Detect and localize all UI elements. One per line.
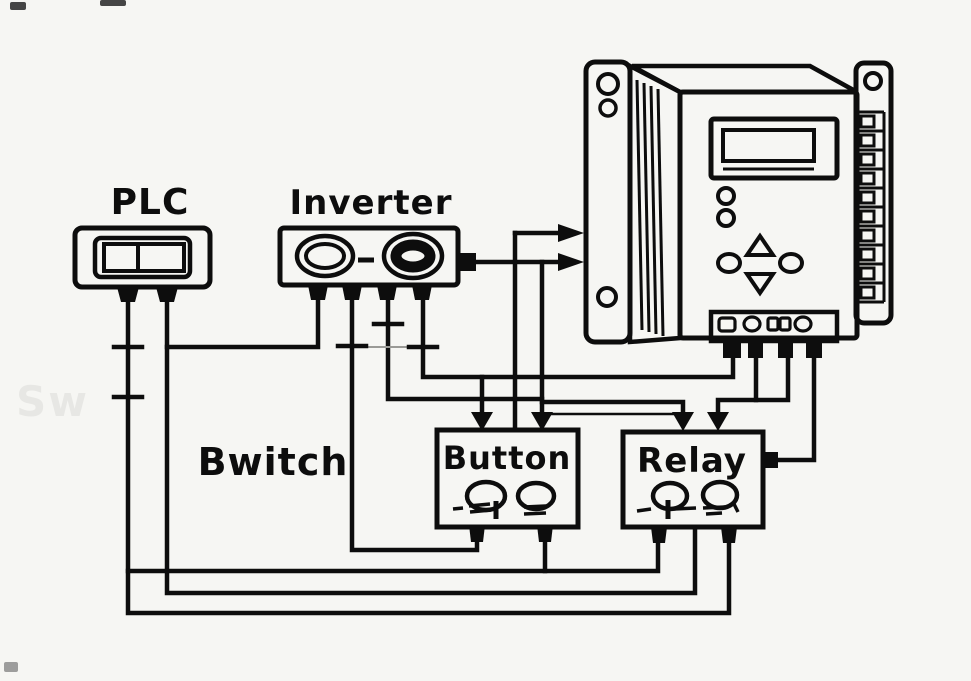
button-box bbox=[434, 427, 581, 530]
plc-inner-box bbox=[92, 235, 193, 280]
wire-plc-left-to-relay-right bbox=[125, 298, 732, 616]
inverter-component: Inverter bbox=[277, 183, 476, 300]
relay-component: Relay bbox=[620, 429, 778, 543]
relay-terminal-stub bbox=[721, 527, 737, 543]
dpad-down-icon bbox=[743, 272, 777, 297]
vfd-drive bbox=[583, 59, 894, 358]
wire-vfd-t3 bbox=[715, 355, 791, 417]
button-contact-circle bbox=[515, 480, 557, 512]
plc-label: PLC bbox=[111, 182, 190, 223]
vfd-screw-hole bbox=[596, 286, 618, 308]
relay-terminal-stub bbox=[651, 527, 667, 543]
vfd-display-screen bbox=[721, 128, 816, 163]
arrow-into-button-right-icon bbox=[531, 412, 553, 431]
wire-vfd-t4-relay-side bbox=[774, 355, 817, 463]
inverter-terminal-stub bbox=[377, 285, 397, 300]
vfd-dpad bbox=[716, 232, 804, 297]
wire-inverter-t3 bbox=[385, 297, 545, 402]
relay-contact-marks bbox=[636, 500, 740, 519]
inverter-label: Inverter bbox=[290, 183, 453, 223]
plc-component: PLC bbox=[72, 182, 213, 302]
relay-side-terminal bbox=[762, 452, 778, 468]
arrow-into-relay-right-icon bbox=[707, 412, 729, 431]
watermark-text: Sw bbox=[16, 377, 89, 426]
dpad-right-icon bbox=[778, 252, 804, 274]
button-label: Button bbox=[443, 439, 572, 477]
vfd-terminal-strip bbox=[708, 309, 840, 344]
wire-bus-a bbox=[125, 540, 661, 574]
plc-terminal-stub bbox=[156, 287, 178, 302]
switch-label: Bwitch bbox=[198, 440, 349, 484]
wire-inverter-t4-vfd-t1 bbox=[420, 297, 736, 380]
plc-slot bbox=[102, 242, 186, 273]
wire-button-to-relay bbox=[539, 399, 686, 417]
relay-box bbox=[620, 429, 766, 530]
vfd-strip-contacts bbox=[717, 315, 813, 333]
vfd-screw-hole bbox=[863, 71, 883, 91]
button-terminal-stub bbox=[469, 525, 485, 542]
vfd-side-hatching bbox=[635, 79, 665, 337]
wires bbox=[111, 230, 817, 616]
dpad-up-icon bbox=[743, 232, 777, 257]
edge-artifacts bbox=[4, 0, 126, 672]
wire-inverter-t1 bbox=[164, 297, 321, 350]
arrow-into-vfd-lower-icon bbox=[558, 253, 584, 271]
inverter-terminal-stub bbox=[412, 285, 432, 300]
wire-inverter-t2 bbox=[349, 297, 480, 553]
button-component: Button bbox=[434, 427, 581, 542]
vfd-right-terminal-rows bbox=[856, 110, 886, 304]
vfd-terminal-stubs bbox=[723, 340, 822, 358]
dpad-left-icon bbox=[716, 252, 742, 274]
inverter-dial-right bbox=[381, 231, 445, 281]
arrow-into-vfd-upper-icon bbox=[558, 224, 584, 242]
vfd-right-rail bbox=[853, 60, 894, 326]
button-contact-marks bbox=[452, 501, 547, 519]
vfd-button-icon bbox=[716, 186, 736, 206]
plc-outer-box bbox=[72, 225, 213, 290]
wire-plc-right-to-relay-middle bbox=[164, 298, 698, 596]
inverter-terminal-stub bbox=[342, 285, 362, 300]
arrowheads bbox=[471, 224, 729, 431]
vfd-screw-hole bbox=[596, 72, 620, 96]
arrow-into-relay-left-icon bbox=[672, 412, 694, 431]
inverter-dial-left-inner bbox=[304, 242, 346, 270]
inverter-dial-right-ring bbox=[390, 239, 436, 273]
vfd-screw-hole bbox=[598, 98, 618, 118]
vfd-button-icon bbox=[716, 208, 736, 228]
arrow-into-button-left-icon bbox=[471, 412, 493, 431]
plc-terminal-stub bbox=[117, 287, 139, 302]
inverter-side-terminal bbox=[458, 253, 476, 271]
relay-label: Relay bbox=[637, 441, 747, 481]
inverter-dial-left bbox=[294, 233, 356, 279]
vfd-display-bezel bbox=[708, 116, 840, 181]
inverter-terminal-stub bbox=[308, 285, 328, 300]
button-terminal-stub bbox=[537, 525, 553, 542]
